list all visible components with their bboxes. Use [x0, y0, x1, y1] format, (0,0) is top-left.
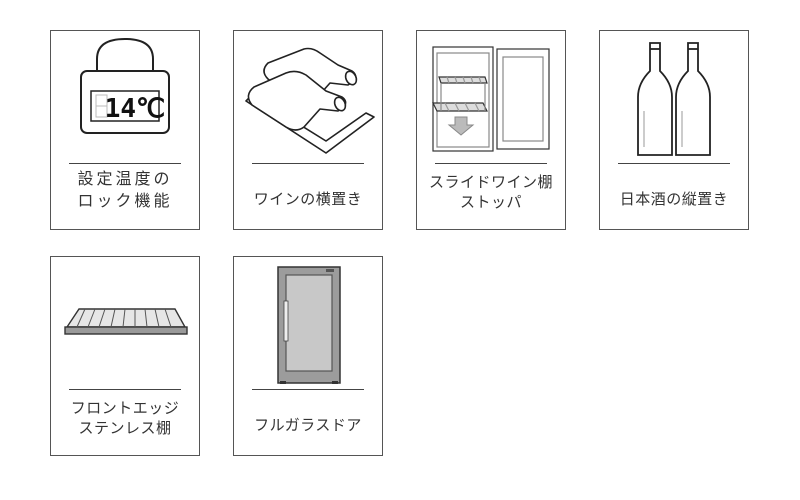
shelf-edge-icon	[64, 308, 188, 335]
label-line: ワインの横置き	[253, 190, 363, 208]
feature-card-sake: 日本酒の縦置き	[599, 30, 749, 230]
label-line: フルガラスドア	[254, 416, 362, 434]
feature-card-lock: 14℃ 設定温度の ロック機能	[50, 30, 200, 230]
feature-label: 設定温度の ロック機能	[51, 168, 199, 212]
divider	[252, 389, 364, 390]
sliding-shelf-icon	[432, 46, 550, 152]
display-readout: 14℃	[105, 94, 166, 124]
wine-bottles-horizontal-icon	[245, 47, 375, 154]
divider	[618, 163, 730, 164]
divider	[252, 163, 364, 164]
divider	[69, 389, 181, 390]
label-line: ロック機能	[77, 191, 173, 210]
divider	[435, 163, 547, 164]
label-line: スライドワイン棚	[428, 173, 553, 191]
feature-card-horizontal: ワインの横置き	[233, 30, 383, 230]
feature-label: ワインの横置き	[234, 189, 382, 209]
feature-card-door: フルガラスドア	[233, 256, 383, 456]
label-line: フロントエッジ	[70, 399, 180, 417]
label-line: ステンレス棚	[78, 419, 172, 437]
label-line: 日本酒の縦置き	[619, 190, 729, 208]
label-line: ストッパ	[459, 193, 522, 211]
feature-label: フルガラスドア	[234, 415, 382, 435]
feature-label: フロントエッジ ステンレス棚	[51, 398, 199, 438]
feature-label: 日本酒の縦置き	[600, 189, 748, 209]
label-line: 設定温度の	[77, 169, 173, 188]
feature-card-edge: フロントエッジ ステンレス棚	[50, 256, 200, 456]
feature-label: スライドワイン棚 ストッパ	[417, 172, 565, 212]
sake-bottles-upright-icon	[637, 42, 711, 156]
divider	[69, 163, 181, 164]
padlock-display-icon: 14℃	[80, 37, 170, 134]
full-glass-door-icon	[277, 266, 341, 384]
feature-card-slide-shelf: スライドワイン棚 ストッパ	[416, 30, 566, 230]
